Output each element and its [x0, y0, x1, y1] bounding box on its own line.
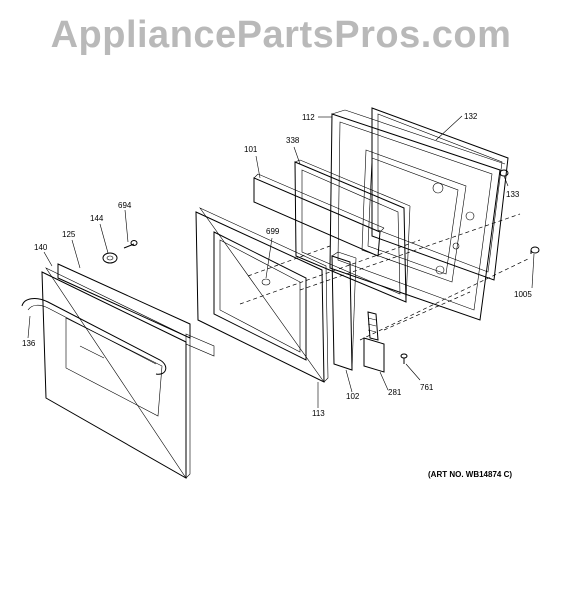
- callout-140: 140: [34, 243, 48, 252]
- callout-125: 125: [62, 230, 76, 239]
- screw-694: [123, 240, 138, 249]
- callout-133: 133: [506, 190, 520, 199]
- door-hinge: [363, 311, 385, 373]
- callout-136: 136: [22, 339, 36, 348]
- callout-699: 699: [266, 227, 280, 236]
- art-number: (ART NO. WB14874 C): [428, 470, 512, 479]
- callout-labels: 112 132 338 101 133 694 144 699 125 140 …: [22, 112, 532, 418]
- door-insulation: [253, 173, 385, 257]
- callout-144: 144: [90, 214, 104, 223]
- callout-132: 132: [464, 112, 478, 121]
- watermark-logo: AppliancePartsPros.com: [50, 14, 512, 56]
- door-gasket: [371, 107, 509, 281]
- callout-113: 113: [312, 409, 325, 418]
- leader-lines: [27, 115, 535, 408]
- handle-end-cap: [102, 252, 118, 264]
- callout-1005: 1005: [514, 290, 532, 299]
- callout-101: 101: [244, 145, 258, 154]
- callout-761: 761: [420, 383, 434, 392]
- screw-761: [400, 353, 408, 364]
- callout-694: 694: [118, 201, 132, 210]
- callout-102: 102: [346, 392, 360, 401]
- door-bumper: [499, 169, 509, 177]
- side-insulation-strip: [331, 251, 357, 371]
- callout-338: 338: [286, 136, 300, 145]
- screw-1005: [530, 246, 540, 254]
- vent-trim: [57, 263, 215, 357]
- oven-door-handle: [21, 298, 167, 375]
- inner-door-panel: [329, 109, 506, 321]
- front-door-panel: [41, 267, 191, 479]
- assembly-guide-lines: [239, 213, 531, 341]
- callout-112: 112: [302, 113, 315, 122]
- callout-281: 281: [388, 388, 402, 397]
- outer-door-panel: [195, 207, 329, 383]
- door-glass-pack: [294, 159, 411, 303]
